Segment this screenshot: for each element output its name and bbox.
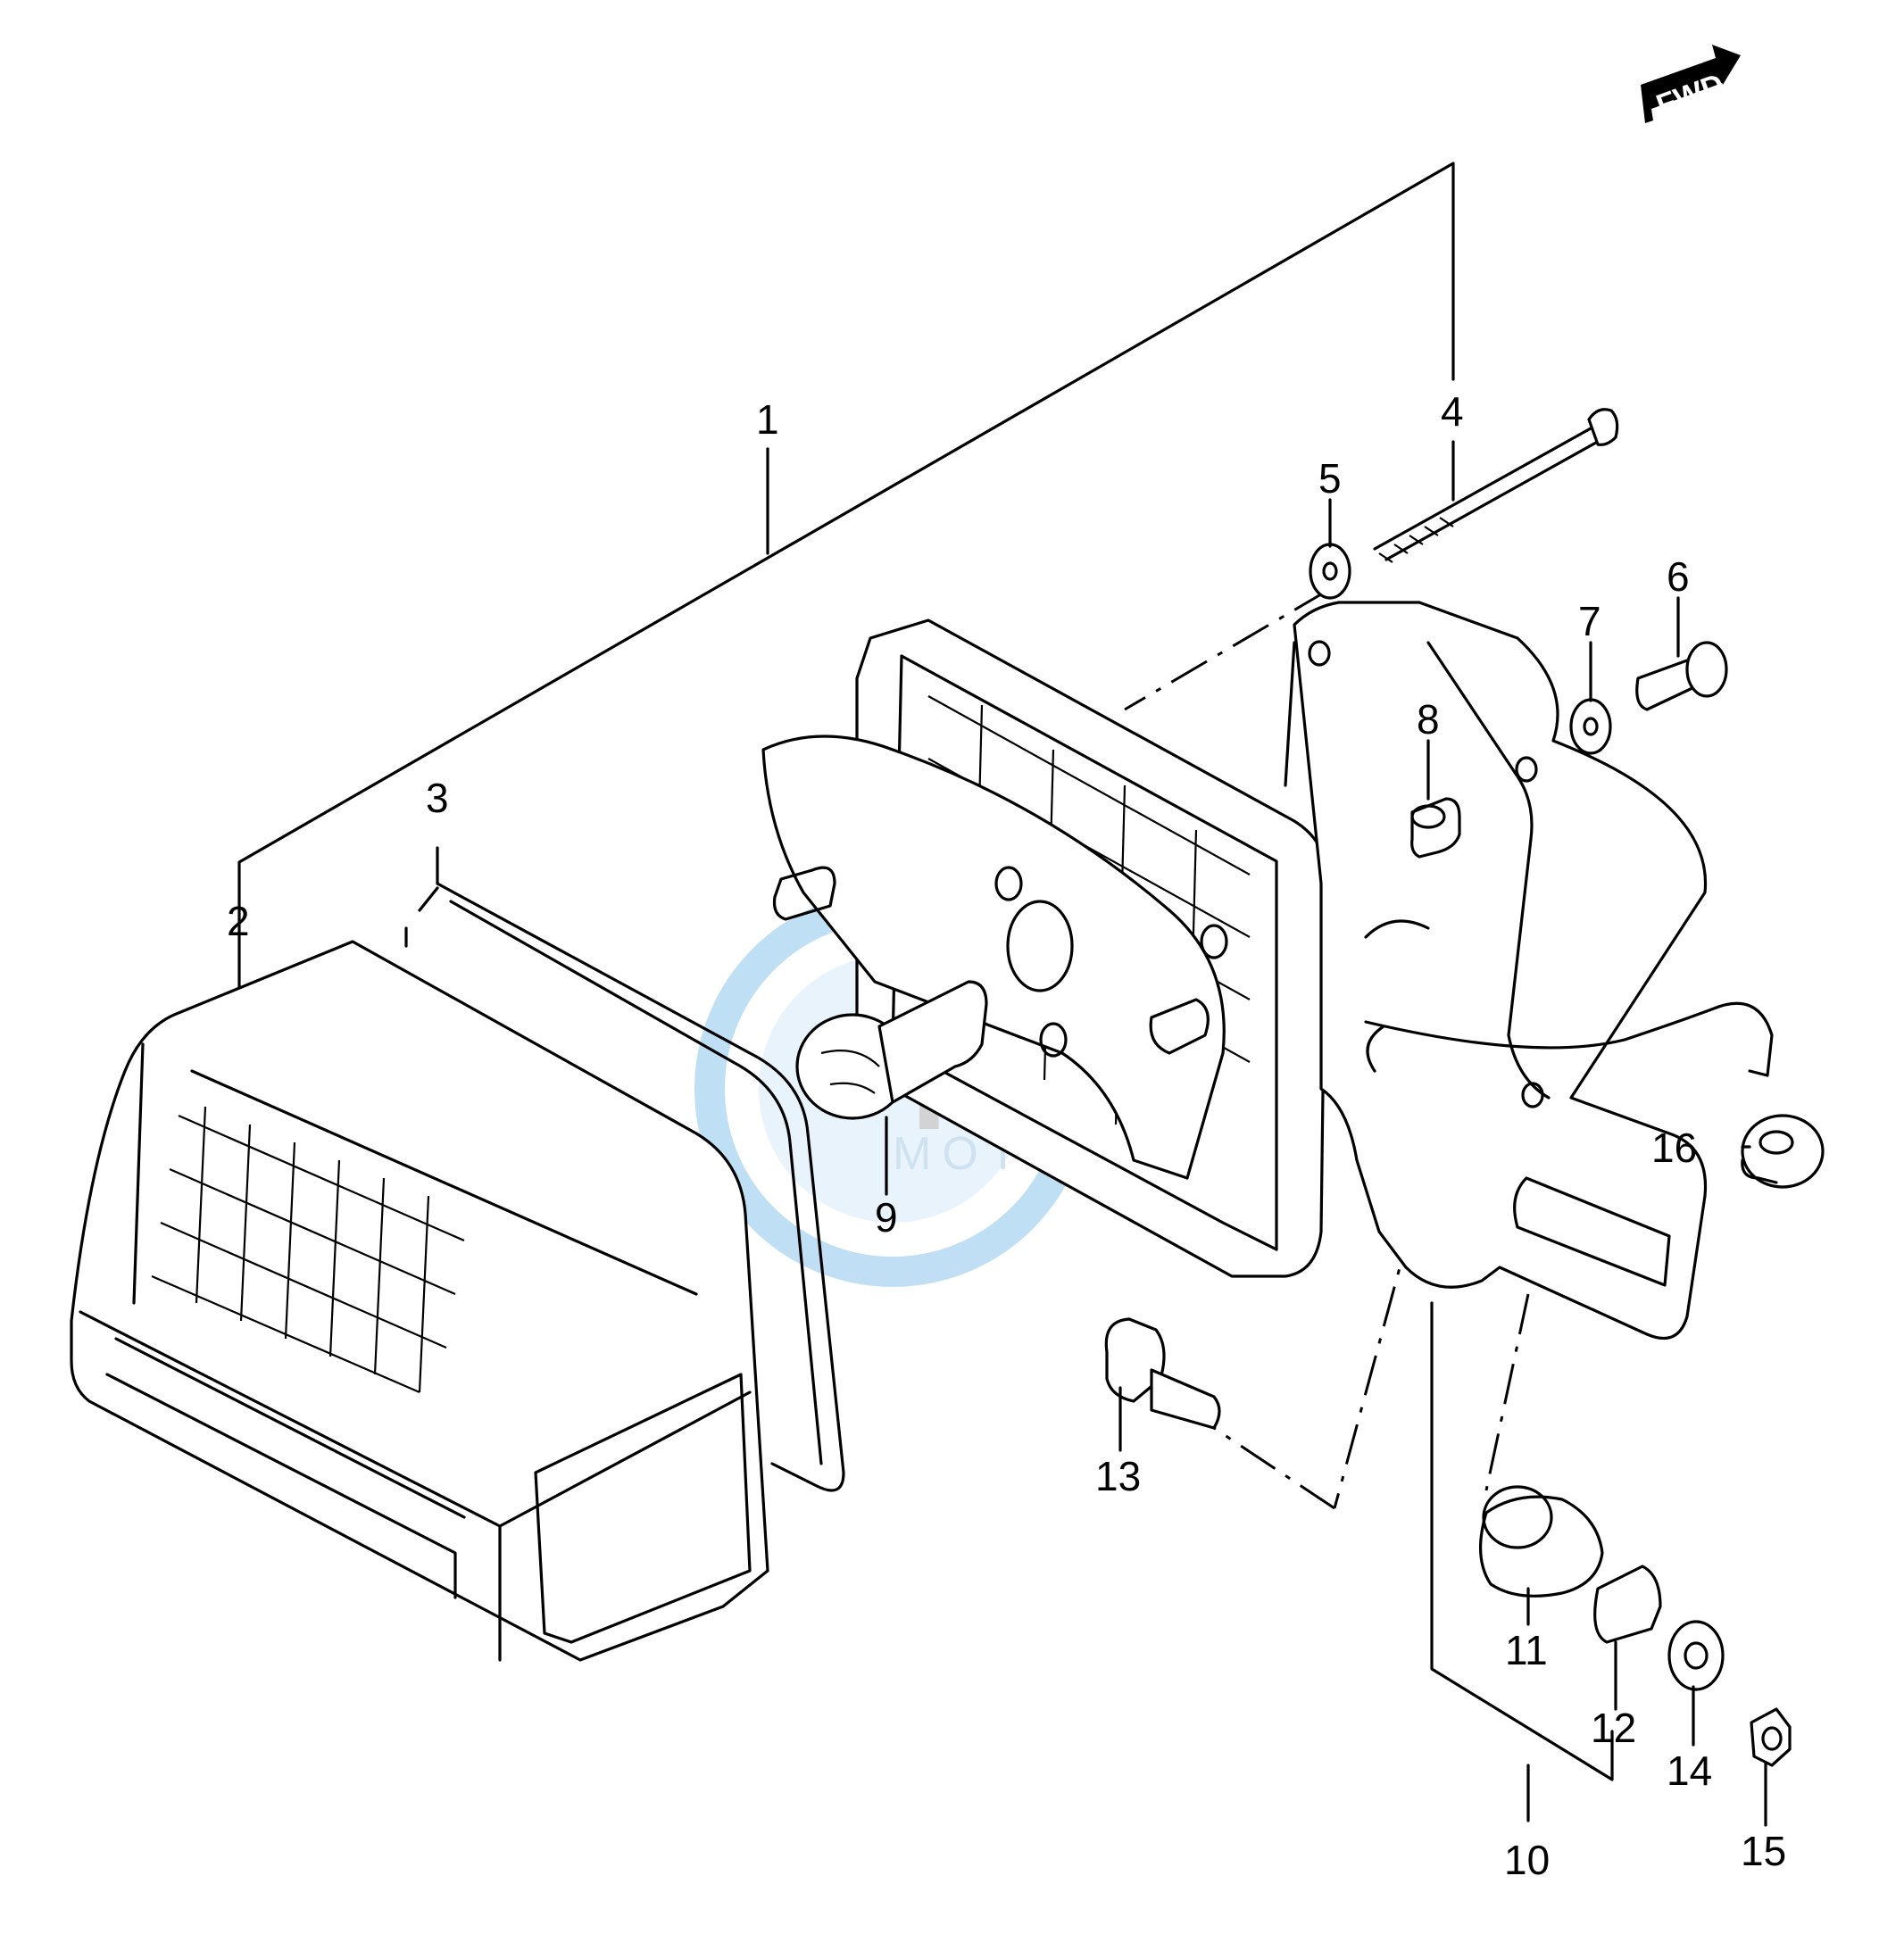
- bulb: [795, 980, 988, 1120]
- bulb-socket-plate: [761, 735, 1228, 1180]
- callout-16: 16: [1651, 1125, 1697, 1171]
- callout-4: 4: [1441, 388, 1464, 435]
- assembly-bracket-10: [1430, 1301, 1614, 1822]
- callout-1: 1: [756, 396, 779, 443]
- washer-5: [1309, 543, 1351, 600]
- grommet-16: [1741, 1114, 1825, 1189]
- hex-bolt-13: [1104, 1317, 1221, 1430]
- gasket: [404, 882, 845, 1492]
- callout-8: 8: [1417, 696, 1440, 743]
- callout-6: 6: [1667, 553, 1690, 600]
- callout-15: 15: [1741, 1828, 1786, 1874]
- callout-13: 13: [1095, 1453, 1141, 1499]
- mounting-bracket: [1284, 601, 1708, 1341]
- washer-14: [1667, 1620, 1725, 1691]
- callout-5: 5: [1318, 455, 1342, 502]
- nut-15: [1750, 1707, 1792, 1767]
- callouts: 1 2 3 4 5 6 7 8 9 10 11 12 13 14 15 16: [227, 388, 1786, 1883]
- spacer-8: [1410, 797, 1461, 859]
- assembly-bracket-1: [237, 162, 1455, 1005]
- long-screw: [1373, 408, 1619, 563]
- callout-2: 2: [227, 898, 250, 944]
- callout-11: 11: [1505, 1627, 1548, 1673]
- callout-10: 10: [1504, 1837, 1550, 1883]
- washer-7: [1569, 698, 1612, 755]
- collar-12: [1593, 1565, 1662, 1644]
- tail-lamp-lens: [70, 940, 769, 1662]
- callout-7: 7: [1578, 598, 1601, 644]
- callout-3: 3: [426, 775, 449, 821]
- callout-12: 12: [1591, 1705, 1636, 1751]
- callout-9: 9: [875, 1194, 898, 1241]
- leader-lines: [436, 440, 1767, 1827]
- wire-harness: [1364, 1001, 1774, 1077]
- callout-14: 14: [1667, 1747, 1712, 1794]
- screw-6: [1635, 641, 1728, 711]
- fwd-arrow-icon: FWD: [1641, 45, 1741, 123]
- grommet-11: [1479, 1485, 1604, 1598]
